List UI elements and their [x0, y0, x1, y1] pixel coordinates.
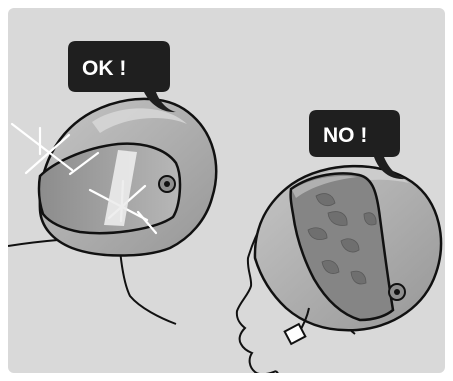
ok-visor-pivot-center: [164, 181, 170, 187]
no-visor-pivot-center: [394, 289, 400, 295]
no-label: NO !: [323, 124, 367, 147]
ok-label: OK !: [82, 57, 126, 80]
